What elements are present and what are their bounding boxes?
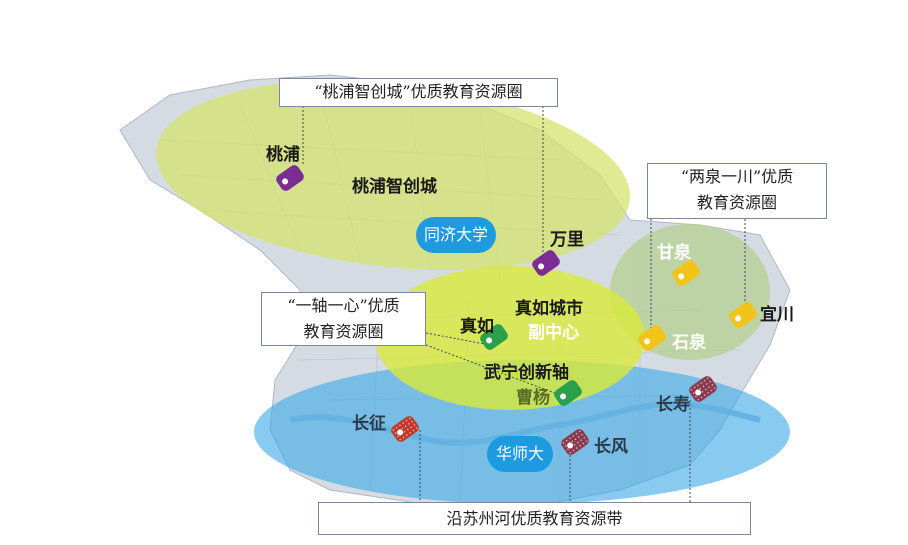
label-zhenru-center-line2: 副中心 bbox=[528, 323, 579, 343]
callout-suzhou-river-belt: 沿苏州河优质教育资源带 bbox=[318, 502, 751, 535]
huashi-university-pill: 华师大 bbox=[487, 436, 553, 472]
label-changfeng: 长风 bbox=[594, 437, 628, 457]
wanli-pin[interactable] bbox=[530, 248, 562, 278]
zhenru-pin[interactable] bbox=[478, 322, 510, 352]
shiquan-pin[interactable] bbox=[636, 323, 668, 353]
label-changzheng: 长征 bbox=[352, 414, 386, 434]
liangquan-zone bbox=[610, 224, 770, 360]
changshou-pin[interactable] bbox=[687, 374, 719, 404]
callout-liangquan-education-circle: “两泉一川”优质 教育资源圈 bbox=[647, 163, 827, 219]
label-taopu-city: 桃浦智创城 bbox=[352, 177, 437, 197]
ganquan-pin[interactable] bbox=[670, 258, 702, 288]
changzheng-pin[interactable] bbox=[389, 414, 421, 444]
label-changshou: 长寿 bbox=[656, 395, 690, 415]
label-taopu: 桃浦 bbox=[266, 145, 300, 165]
caoyang-pin[interactable] bbox=[552, 378, 584, 408]
callout-taopu-education-circle: “桃浦智创城”优质教育资源圈 bbox=[279, 78, 558, 107]
callout-liangquan-line1: “两泉一川”优质 bbox=[680, 167, 794, 186]
callout-suzhouhe-line1: 沿苏州河优质教育资源带 bbox=[446, 509, 623, 528]
label-ganquan: 甘泉 bbox=[657, 243, 691, 263]
callout-yizhou-education-circle: “一轴一心”优质 教育资源圈 bbox=[261, 292, 426, 346]
callout-yizhou-line2: 教育资源圈 bbox=[303, 322, 384, 341]
callout-leader-lines bbox=[302, 106, 746, 505]
label-zhenru-center-line1: 真如城市 bbox=[515, 299, 583, 319]
zhenru-zone bbox=[375, 266, 645, 410]
suzhou-river-belt bbox=[254, 360, 790, 504]
callout-liangquan-line2: 教育资源圈 bbox=[696, 193, 777, 212]
callout-taopu-line1: “桃浦智创城”优质教育资源圈 bbox=[314, 82, 523, 101]
label-zhenru: 真如 bbox=[460, 317, 494, 337]
label-caoyang: 曹杨 bbox=[516, 388, 550, 408]
tongji-university-pill: 同济大学 bbox=[416, 217, 496, 253]
taopu-pin[interactable] bbox=[274, 163, 306, 193]
label-shiquan: 石泉 bbox=[672, 333, 706, 353]
yichuan-pin[interactable] bbox=[727, 300, 759, 330]
callout-yizhou-line1: “一轴一心”优质 bbox=[287, 296, 400, 315]
taopu-zone bbox=[156, 80, 630, 270]
label-wanli: 万里 bbox=[550, 230, 584, 250]
changfeng-pin[interactable] bbox=[559, 427, 591, 457]
label-yichuan: 宜川 bbox=[760, 305, 794, 325]
label-wuning-axis: 武宁创新轴 bbox=[484, 363, 569, 383]
